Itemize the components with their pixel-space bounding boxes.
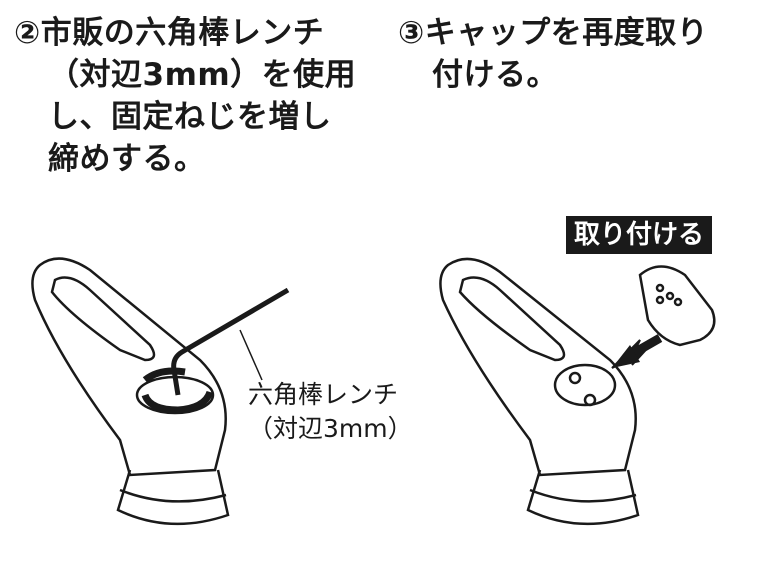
- cap-part-illustration: [638, 265, 716, 347]
- step-2-line: （対辺3mm）を使用: [48, 57, 357, 93]
- step-3-line: 付ける。: [432, 57, 558, 93]
- step-3-instruction: ③キャップを再度取り 付ける。: [398, 12, 708, 96]
- wrench-name: 六角棒レンチ: [248, 380, 399, 409]
- wrench-callout-label: 六角棒レンチ （対辺3mm）: [248, 378, 413, 446]
- step-2-instruction: ②市販の六角棒レンチ （対辺3mm）を使用 し、固定ねじを増し 締めする。: [14, 12, 356, 180]
- arrow-head: [612, 345, 640, 368]
- faucet-left-illustration: [31, 257, 230, 526]
- step-2-line: ②市販の六角棒レンチ: [14, 15, 325, 51]
- step-3-line: ③キャップを再度取り: [398, 15, 709, 51]
- wrench-size: （対辺3mm）: [248, 414, 413, 443]
- faucet-right-illustration: [439, 257, 640, 526]
- step-2-line: 締めする。: [48, 141, 206, 177]
- step-2-line: し、固定ねじを増し: [48, 99, 332, 135]
- callout-line: [239, 329, 263, 381]
- rotate-arrow-icon: [141, 367, 214, 414]
- attach-badge: 取り付ける: [566, 216, 713, 254]
